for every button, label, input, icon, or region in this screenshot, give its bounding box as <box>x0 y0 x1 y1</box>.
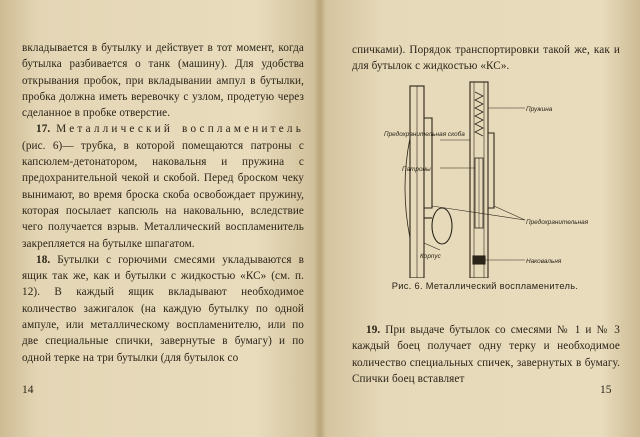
label-body: Корпус <box>420 253 442 260</box>
item-17-heading: Металлический воспламенитель <box>56 123 304 136</box>
page-number-left: 14 <box>22 384 34 396</box>
label-spring: Пружина <box>526 106 553 113</box>
item-19-number: 19. <box>366 324 381 336</box>
item-19-text: При выдаче бутылок со смесями № 1 и № 3 … <box>352 324 620 385</box>
left-page-text: вкладывается в бутылку и действует в тот… <box>22 40 304 366</box>
paragraph-transport: спичками). Порядок транспортировки такой… <box>352 44 620 73</box>
paragraph-item-18: 18. Бутылки с горючими смесями укладываю… <box>22 252 304 366</box>
label-cartridges: Патроны <box>402 166 431 173</box>
item-17-number: 17. <box>36 123 51 136</box>
right-page-top-text: спичками). Порядок транспортировки такой… <box>352 42 620 75</box>
page-number-right: 15 <box>600 384 612 396</box>
figure-metal-igniter: Пружина Предохранительная скоба Патроны … <box>380 78 604 279</box>
figure-caption: Рис. 6. Металлический воспламенитель. <box>391 281 579 291</box>
label-safety-bracket-text: Предохранительная скоба <box>384 130 465 138</box>
item-17-figure-ref: (рис. 6) <box>22 139 63 152</box>
safety-bracket-section <box>488 132 495 209</box>
safety-bracket-outer <box>424 117 433 209</box>
item-18-text: Бутылки с горючими смесями укладываются … <box>22 253 304 364</box>
paragraph-item-19: 19. При выдаче бутылок со смесями № 1 и … <box>352 322 620 387</box>
label-anvil: Наковальня <box>526 258 562 265</box>
item-17-text: — трубка, в которой помещаются патроны с… <box>22 139 304 250</box>
anvil-block <box>472 255 486 265</box>
paragraph-ampoule-continuation: вкладывается в бутылку и действует в тот… <box>22 42 304 120</box>
spring-coil <box>474 91 484 137</box>
paragraph-item-17: 17. Металлический воспламенитель (рис. 6… <box>22 121 304 251</box>
right-page-bottom-text: 19. При выдаче бутылок со смесями № 1 и … <box>352 322 620 387</box>
pin-ring <box>431 207 453 245</box>
igniter-drawing: Пружина Предохранительная скоба Патроны … <box>384 81 604 279</box>
label-safety-bracket: Предохранительная скоба <box>384 130 465 138</box>
right-page: спичками). Порядок транспортировки такой… <box>320 0 640 437</box>
left-page: вкладывается в бутылку и действует в тот… <box>22 40 304 396</box>
item-18-number: 18. <box>36 253 51 266</box>
label-safety-pin: Предохранительная чека <box>526 218 590 226</box>
